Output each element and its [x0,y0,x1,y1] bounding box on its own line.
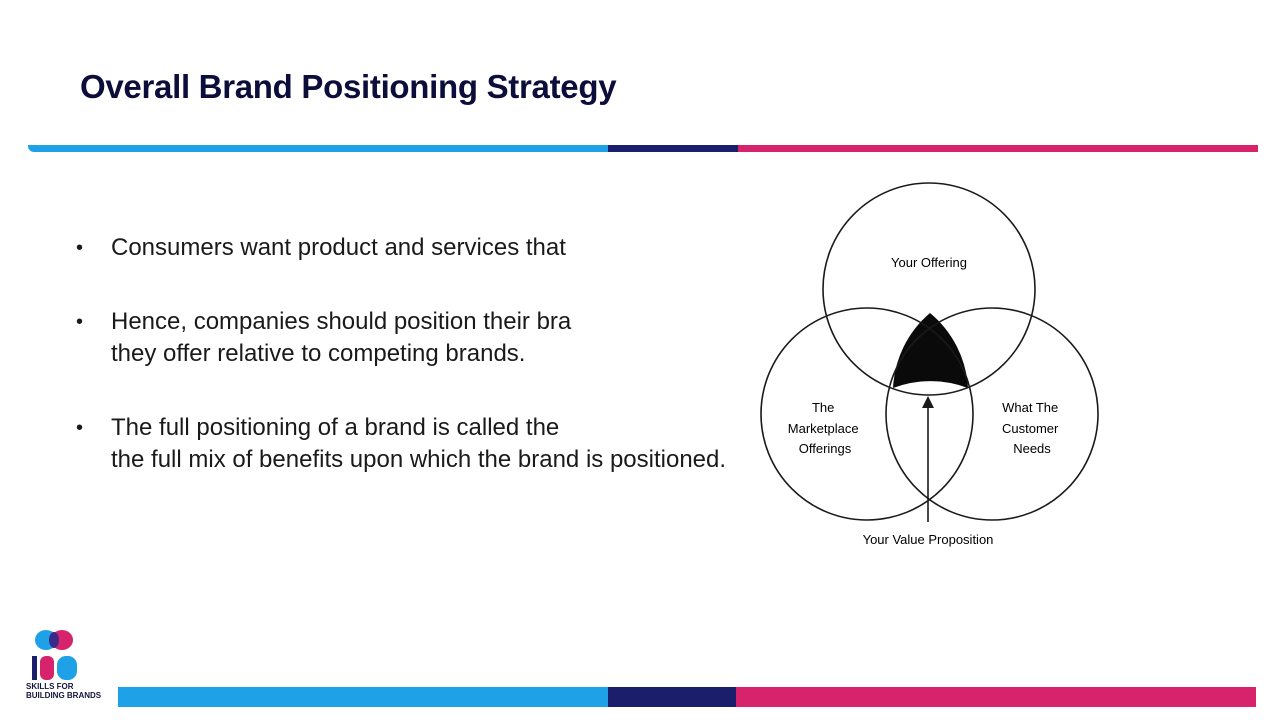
bullet-text: Consumers want product and services that [111,234,566,261]
top-divider [28,145,1258,152]
logo-tagline: SKILLS FOR BUILDING BRANDS [26,682,102,700]
overlap-region [893,313,968,388]
offering-label: Your Offering [891,255,967,270]
customer-needs-circle [885,307,1099,521]
bullet-dot-icon: • [76,417,84,439]
slide-title: Overall Brand Positioning Strategy [80,68,617,105]
bullet-line2: the full mix of benefits upon which the … [111,446,727,473]
offering-circle [822,182,1036,396]
bullet-dot-icon: • [76,311,84,333]
bullet-dot-icon: • [76,237,84,259]
bullet-list: • Consumers want product and services th… [76,232,1196,476]
bullet-text: Hence, companies should position their b… [111,308,572,335]
logo-mark-icon [32,630,77,680]
marketplace-circle [760,307,974,521]
bullet-item: • The full positioning of a brand is cal… [76,412,1196,476]
customer-needs-label: What The Customer Needs [1002,400,1062,456]
bottom-color-bar [118,687,1256,707]
marketplace-label: The Marketplace Offerings [788,400,862,456]
value-proposition-label: Your Value Proposition [863,532,994,547]
arrow-head-icon [922,396,934,408]
bullet-text: The full positioning of a brand is calle… [111,414,560,441]
value-proposition-venn: Your Offering The Marketplace Offerings … [752,176,1112,556]
bullet-line2: they offer relative to competing brands. [111,340,526,367]
isa-logo: SKILLS FOR BUILDING BRANDS [26,628,112,710]
